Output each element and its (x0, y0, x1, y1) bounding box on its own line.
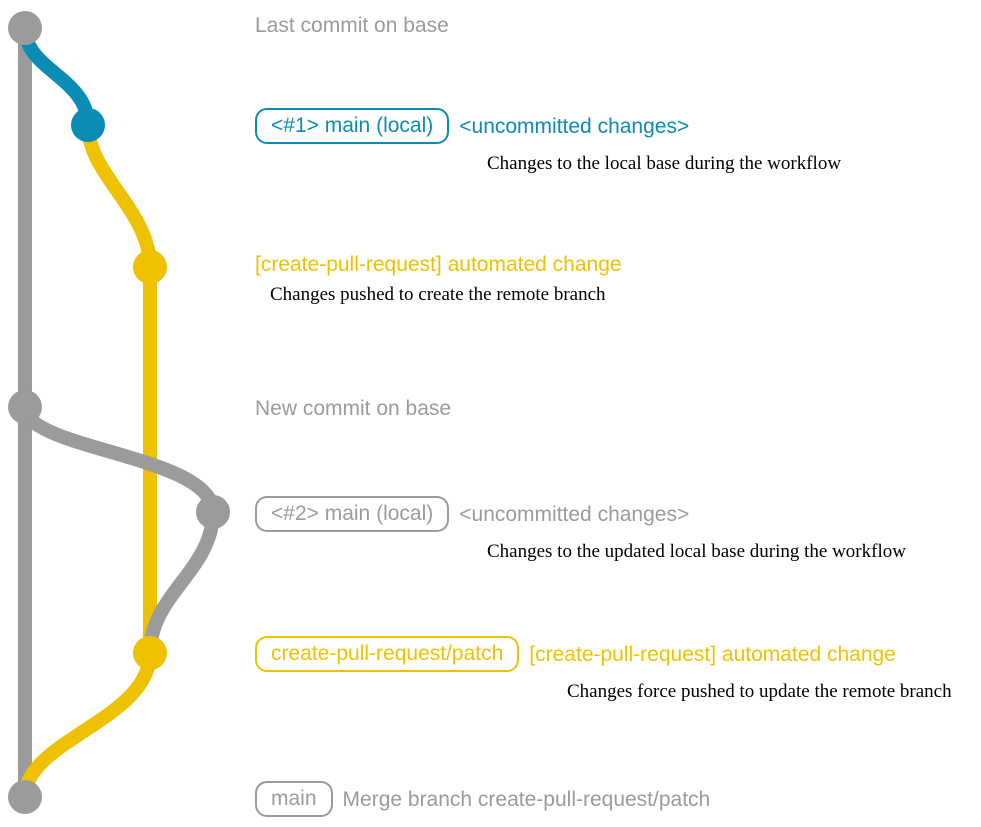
updated-local-to-remote-line (143, 505, 220, 660)
commit-entry-merge: main Merge branch create-pull-request/pa… (255, 781, 710, 817)
commit-entry-remote-2: create-pull-request/patch [create-pull-r… (255, 636, 952, 703)
updated-local-branch-line (18, 400, 220, 519)
entry-rows: [create-pull-request] automated change C… (255, 254, 622, 306)
entry-main-row: <#2> main (local) <uncommitted changes> (255, 496, 906, 532)
remote-merge-line (18, 646, 157, 804)
commit-node-updated-local-2 (196, 495, 230, 529)
commit-title-uncommitted-changes-2: <uncommitted changes> (459, 502, 690, 526)
commit-node-base-1 (8, 11, 42, 45)
remote-branch-line-1 (81, 118, 157, 274)
commit-node-merge (8, 780, 42, 814)
commit-note-remote-2: Changes force pushed to update the remot… (567, 681, 952, 702)
entry-rows: main Merge branch create-pull-request/pa… (255, 781, 710, 817)
entry-rows: <#1> main (local) <uncommitted changes> … (255, 108, 841, 175)
commit-label-new-commit-on-base: New commit on base (255, 397, 452, 420)
commit-note-local-1: Changes to the local base during the wor… (487, 153, 842, 174)
local-branch-line-1 (18, 21, 95, 132)
entry-rows: <#2> main (local) <uncommitted changes> … (255, 496, 906, 563)
branch-pill-main-local-1[interactable]: <#1> main (local) (255, 108, 450, 144)
commit-note-updated-local-2: Changes to the updated local base during… (487, 541, 906, 562)
entry-rows: create-pull-request/patch [create-pull-r… (255, 636, 952, 703)
branch-pill-main[interactable]: main (255, 781, 333, 817)
commit-node-base-2 (8, 390, 42, 424)
commit-entry-remote-1: [create-pull-request] automated change C… (255, 254, 622, 306)
commit-title-automated-change-1: [create-pull-request] automated change (255, 253, 622, 276)
entry-main-row: main Merge branch create-pull-request/pa… (255, 781, 710, 817)
commit-title-merge-branch: Merge branch create-pull-request/patch (342, 787, 711, 811)
commit-node-local-1 (71, 108, 105, 142)
entry-main-row: [create-pull-request] automated change (255, 254, 622, 275)
commit-node-remote-2 (133, 636, 167, 670)
commit-title-uncommitted-changes-1: <uncommitted changes> (459, 114, 690, 138)
entry-main-row: <#1> main (local) <uncommitted changes> (255, 108, 841, 144)
commit-title-automated-change-2: [create-pull-request] automated change (529, 642, 896, 666)
commit-entry-local-1: <#1> main (local) <uncommitted changes> … (255, 108, 841, 175)
commit-node-remote-1 (133, 250, 167, 284)
branch-pill-main-local-2[interactable]: <#2> main (local) (255, 496, 450, 532)
commit-label-last-commit-on-base: Last commit on base (255, 14, 449, 37)
entry-main-row: create-pull-request/patch [create-pull-r… (255, 636, 952, 672)
commit-entry-updated-local-2: <#2> main (local) <uncommitted changes> … (255, 496, 906, 563)
branch-pill-create-pull-request-patch[interactable]: create-pull-request/patch (255, 636, 520, 672)
commit-note-remote-1: Changes pushed to create the remote bran… (270, 284, 606, 305)
